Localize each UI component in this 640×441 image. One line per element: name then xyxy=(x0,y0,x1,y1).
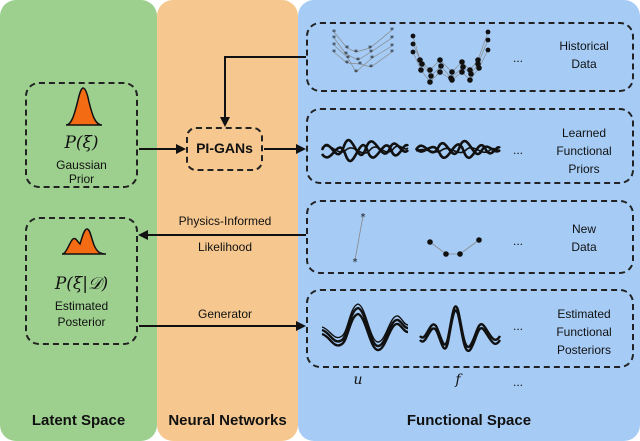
new-data-star-plot: * * xyxy=(353,212,366,268)
historical-label-line1: Historical xyxy=(559,39,609,53)
svg-text:*: * xyxy=(332,48,336,57)
svg-text:*: * xyxy=(332,34,336,43)
historical-dot-markers xyxy=(410,29,491,85)
prior-formula: P(ξ) xyxy=(64,133,99,153)
gaussian-prior-label-line1: Gaussian xyxy=(56,158,107,172)
physics-informed-label: Physics-Informed xyxy=(178,214,272,228)
learned-ellipsis: ... xyxy=(512,143,523,157)
historical-to-pigans-arrow xyxy=(220,56,306,127)
learned-label-line1: Learned xyxy=(561,126,607,140)
historical-ellipsis: ... xyxy=(512,51,523,65)
variable-f-label: f xyxy=(455,372,461,388)
new-data-label-line1: New xyxy=(571,222,596,236)
estimated-posterior-box xyxy=(25,217,138,345)
historical-data-box xyxy=(306,22,634,92)
learned-label-line3: Priors xyxy=(568,162,600,176)
posterior-curve-f xyxy=(419,305,502,353)
new-data-label-line2: Data xyxy=(571,240,597,254)
posterior-curve-u xyxy=(321,303,409,352)
estimated-ellipsis: ... xyxy=(512,319,523,333)
svg-text:*: * xyxy=(346,54,350,63)
svg-text:*: * xyxy=(370,54,374,63)
svg-text:*: * xyxy=(390,34,394,43)
historical-label-line2: Data xyxy=(571,57,597,71)
estimated-label-line2: Functional xyxy=(556,325,612,339)
estimated-label-line3: Posteriors xyxy=(556,343,612,357)
svg-text:*: * xyxy=(344,50,348,59)
svg-text:*: * xyxy=(361,212,366,223)
svg-text:*: * xyxy=(353,257,358,268)
historical-star-plot xyxy=(333,29,393,73)
gaussian-density-icon xyxy=(65,87,103,126)
likelihood-label: Likelihood xyxy=(197,240,253,254)
new-data-dot-plot xyxy=(427,237,482,257)
functional-space-title: Functional Space xyxy=(406,412,532,429)
latent-space-title: Latent Space xyxy=(31,412,126,429)
gaussian-prior-box xyxy=(25,82,138,188)
svg-text:*: * xyxy=(356,56,360,65)
new-data-ellipsis: ... xyxy=(512,234,523,248)
svg-text:*: * xyxy=(390,48,394,57)
svg-text:*: * xyxy=(354,68,358,77)
posterior-density-icon xyxy=(61,228,107,255)
svg-text:*: * xyxy=(369,48,373,57)
svg-text:*: * xyxy=(358,60,362,69)
svg-text:*: * xyxy=(390,42,394,51)
historical-star-markers: **** **** **** **** **** xyxy=(332,26,394,77)
learned-label-line2: Functional xyxy=(556,144,612,158)
svg-text:*: * xyxy=(390,26,394,35)
estimated-posterior-label-line1: Estimated xyxy=(54,299,109,313)
variable-u-label: u xyxy=(353,372,363,388)
pigans-box xyxy=(186,127,263,171)
new-data-box xyxy=(306,200,634,274)
svg-text:*: * xyxy=(345,59,349,68)
svg-text:*: * xyxy=(332,28,336,37)
gaussian-prior-label-line2: Prior xyxy=(68,172,95,186)
svg-text:*: * xyxy=(368,44,372,53)
estimated-posterior-label-line2: Posterior xyxy=(57,315,106,329)
neural-networks-title: Neural Networks xyxy=(168,412,287,429)
generator-label: Generator xyxy=(197,307,253,321)
svg-text:*: * xyxy=(369,63,373,72)
posterior-formula: P(ξ|𝒟) xyxy=(54,274,109,294)
learned-priors-box xyxy=(306,108,634,184)
neural-networks-panel: Neural Networks xyxy=(157,0,298,441)
learned-prior-curves xyxy=(320,138,501,163)
variable-ellipsis: ... xyxy=(512,375,523,389)
estimated-label-line1: Estimated xyxy=(557,307,611,321)
svg-text:*: * xyxy=(345,44,349,53)
svg-text:*: * xyxy=(354,48,358,57)
historical-dot-plot xyxy=(412,31,489,83)
estimated-posteriors-box xyxy=(306,289,634,368)
pigans-label: PI-GANs xyxy=(196,140,253,156)
svg-text:*: * xyxy=(332,41,336,50)
